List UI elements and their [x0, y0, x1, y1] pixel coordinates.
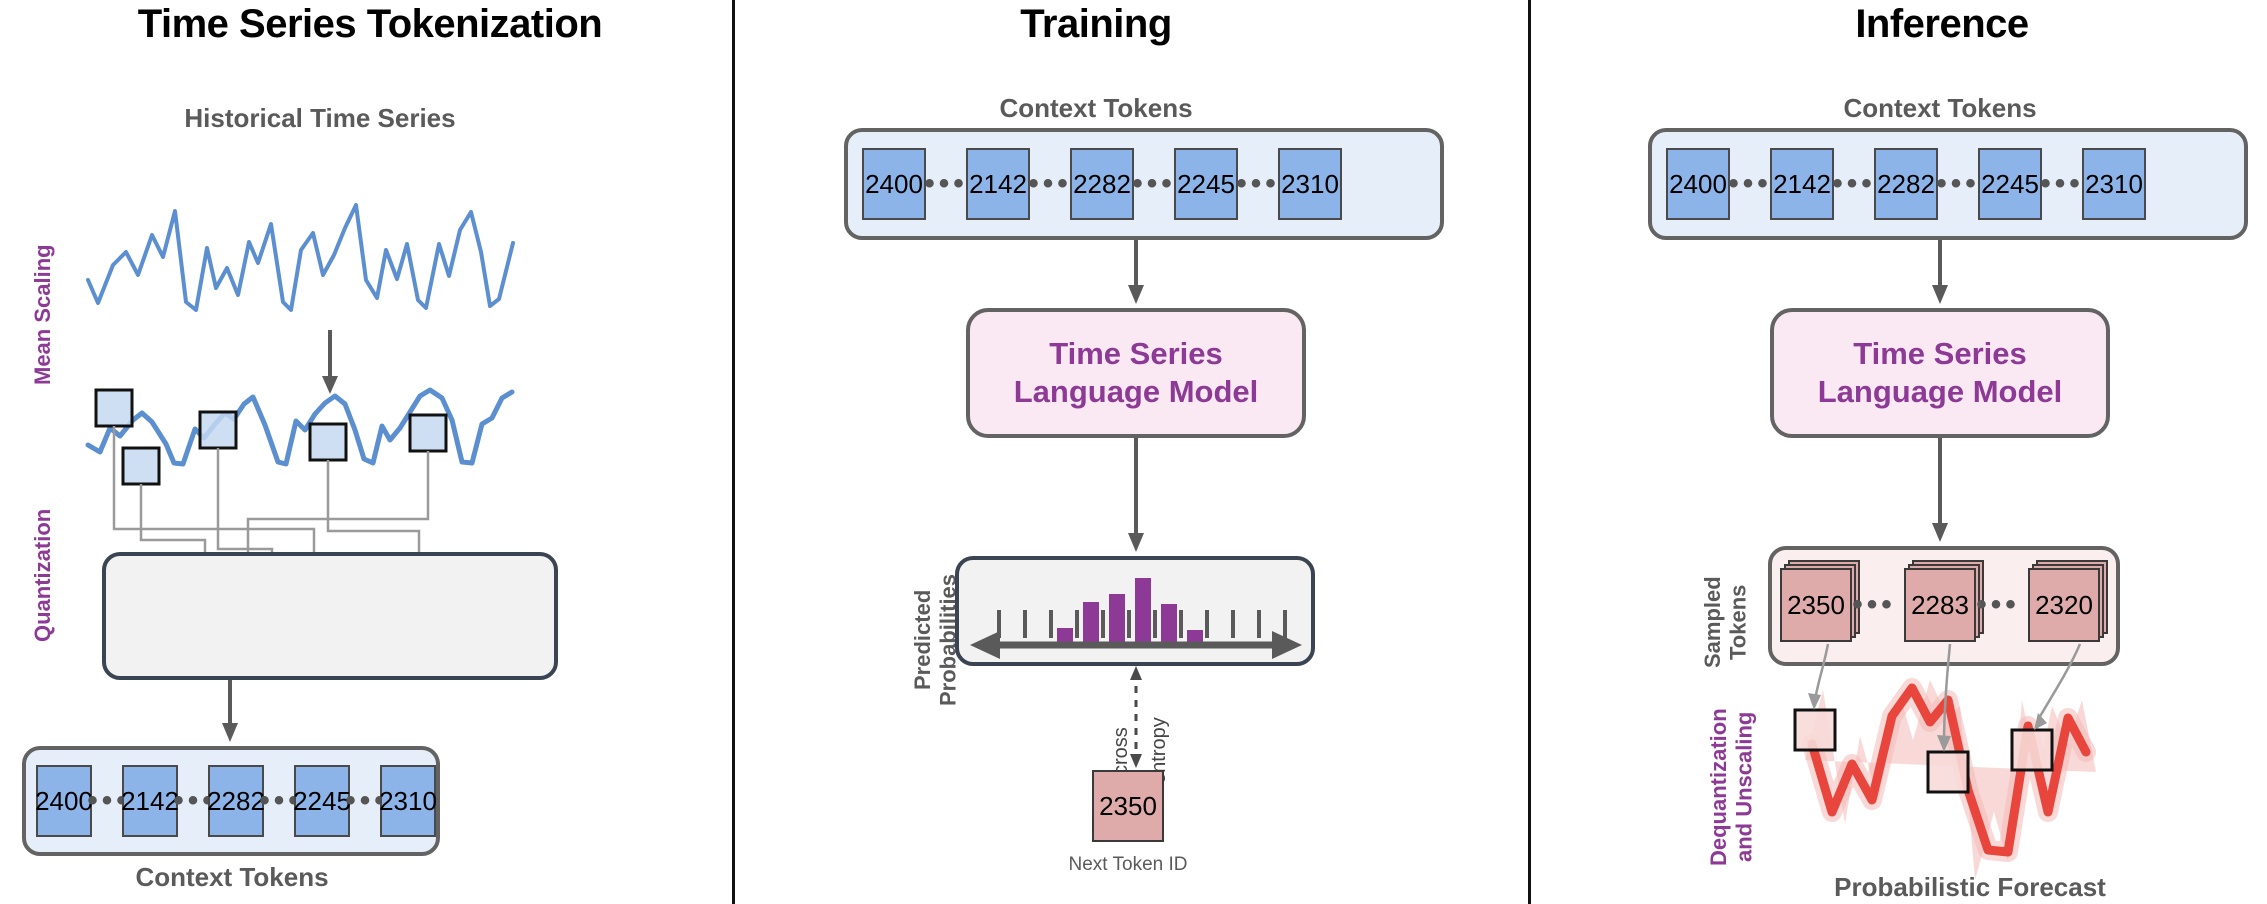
quantize-box-2 [121, 446, 161, 486]
context-tokens-caption-tokenization: Context Tokens [135, 862, 329, 892]
token-ellipsis: ••• [1132, 167, 1176, 200]
route-line-4 [326, 460, 421, 551]
route-line-5 [246, 451, 430, 551]
model-box-training-text: Time Series Language Model [970, 335, 1302, 411]
panel-divider-1 [732, 0, 735, 904]
historical-series-label: Historical Time Series [184, 103, 456, 133]
context-tokens-box-inference [1648, 128, 2248, 240]
route-line-1 [112, 426, 316, 551]
connector-arrowheads [1808, 693, 2047, 752]
quantize-box-4 [308, 422, 348, 462]
dequantized-box-3 [2010, 728, 2054, 772]
model-box-inference-text: Time Series Language Model [1774, 335, 2106, 411]
token-chip[interactable]: 2245 [1174, 148, 1238, 220]
connector-token-2 [1942, 643, 1952, 743]
token-chip[interactable]: 2400 [1666, 148, 1730, 220]
token-ellipsis: ••• [345, 784, 389, 817]
next-token-caption: Next Token ID [1068, 854, 1188, 875]
token-ellipsis: ••• [2040, 167, 2084, 200]
token-chip[interactable]: 2142 [121, 765, 179, 837]
token-ellipsis: ••• [259, 784, 303, 817]
connector-token-3 [2036, 643, 2082, 721]
dequantized-box-2 [1926, 750, 1970, 794]
sampled-token-ellipsis: ••• [1976, 588, 2020, 621]
arrow-scale-head [322, 376, 338, 394]
quantize-box-3 [198, 410, 238, 450]
token-chip[interactable]: 2245 [293, 765, 351, 837]
probabilistic-forecast-caption: Probabilistic Forecast [1834, 872, 2106, 902]
scaled-series-line [85, 387, 515, 467]
panel-title-inference: Inference [1855, 2, 2029, 46]
sampled-token-chip[interactable]: 2350 [1780, 568, 1852, 642]
probability-bars [1057, 578, 1203, 642]
token-ellipsis: ••• [1236, 167, 1280, 200]
token-chip[interactable]: 2142 [966, 148, 1030, 220]
dequantized-box-1 [1793, 708, 1837, 752]
token-ellipsis: ••• [1832, 167, 1876, 200]
connector-token-1 [1813, 643, 1830, 701]
quantization-box [102, 552, 558, 680]
context-tokens-caption-training: Context Tokens [999, 93, 1193, 123]
token-chip[interactable]: 2282 [207, 765, 265, 837]
sampled-token-chip[interactable]: 2283 [1904, 568, 1976, 642]
context-tokens-caption-inference: Context Tokens [1843, 93, 2037, 123]
token-chip[interactable]: 2282 [1070, 148, 1134, 220]
model-line-1: Time Series [1049, 336, 1223, 372]
probability-ticks [997, 610, 1287, 638]
sampled-token-chip[interactable]: 2320 [2028, 568, 2100, 642]
model-box-inference: Time Series Language Model [1770, 308, 2110, 438]
token-chip[interactable]: 2282 [1874, 148, 1938, 220]
token-ellipsis: ••• [87, 784, 131, 817]
token-ellipsis: ••• [173, 784, 217, 817]
token-chip[interactable]: 2310 [1278, 148, 1342, 220]
forecast-series-line [1807, 683, 2091, 857]
token-chip[interactable]: 2400 [862, 148, 926, 220]
token-ellipsis: ••• [1028, 167, 1072, 200]
model-line-2: Language Model [1013, 374, 1259, 409]
model-line-1: Time Series [1853, 336, 2027, 372]
probability-axis [970, 631, 1302, 659]
token-ellipsis: ••• [1936, 167, 1980, 200]
context-tokens-box-training [844, 128, 1444, 240]
token-chip[interactable]: 2142 [1770, 148, 1834, 220]
panel-title-training: Training [1020, 2, 1172, 46]
panel-title-tokenization: Time Series Tokenization [137, 2, 603, 46]
route-line-2 [139, 484, 207, 551]
arrow-quant-head [222, 723, 238, 742]
token-ellipsis: ••• [1728, 167, 1772, 200]
next-token-chip[interactable]: 2350 [1092, 770, 1164, 842]
token-chip[interactable]: 2310 [2082, 148, 2146, 220]
model-box-training: Time Series Language Model [966, 308, 1306, 438]
token-chip[interactable]: 2245 [1978, 148, 2042, 220]
model-line-2: Language Model [1817, 374, 2063, 409]
panel-divider-2 [1528, 0, 1531, 904]
token-chip[interactable]: 2400 [35, 765, 93, 837]
token-ellipsis: ••• [924, 167, 968, 200]
route-line-3 [216, 448, 274, 551]
sampled-token-ellipsis: ••• [1852, 588, 1896, 621]
token-chip[interactable]: 2310 [379, 765, 437, 837]
historical-series-line [86, 203, 515, 312]
